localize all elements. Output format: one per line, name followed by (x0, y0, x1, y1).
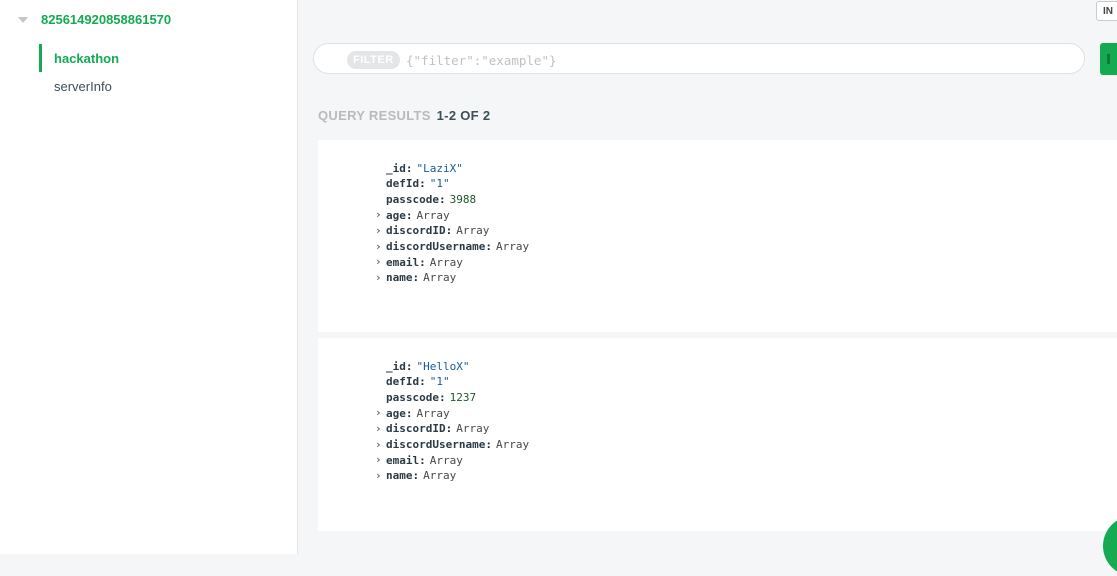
field-separator: : (419, 453, 426, 467)
field-key: name (386, 469, 413, 483)
document-field: passcode:1237 (386, 389, 476, 405)
filter-input[interactable] (404, 49, 1048, 71)
filter-bar: FILTER (313, 43, 1085, 74)
field-value: Array (423, 469, 457, 483)
sidebar: 825614920858861570 hackathon serverInfo (0, 0, 298, 554)
field-key: age (386, 406, 406, 420)
results-header: QUERY RESULTS 1-2 OF 2 (318, 108, 490, 123)
field-key: _id (386, 359, 406, 373)
main-panel: IN FILTER QUERY RESULTS 1-2 OF 2 _id:"La… (298, 0, 1117, 554)
field-separator: : (445, 422, 453, 436)
expand-icon[interactable]: › (375, 437, 382, 451)
database-row[interactable]: 825614920858861570 (18, 12, 171, 27)
insert-button[interactable]: IN (1096, 1, 1117, 21)
field-key: defId (386, 177, 420, 191)
collection-item-hackathon[interactable]: hackathon (39, 44, 289, 72)
expand-icon[interactable]: › (375, 223, 382, 237)
document-field[interactable]: › email:Array (375, 452, 463, 468)
document-field[interactable]: › discordUsername:Array (375, 437, 530, 453)
collection-label: serverInfo (54, 78, 112, 94)
document-card: _id:"HelloX"defId:"1"passcode:1237›age:A… (318, 338, 1117, 531)
document-field: _id:"LaziX" (386, 160, 463, 176)
expand-icon[interactable]: › (375, 453, 382, 467)
field-separator: : (412, 271, 420, 285)
document-field[interactable]: › discordID:Array (375, 223, 490, 239)
database-name: 825614920858861570 (41, 12, 172, 27)
field-key: passcode (386, 390, 439, 404)
expand-icon[interactable]: › (375, 239, 382, 253)
field-key: passcode (386, 192, 439, 206)
field-value: "1" (429, 177, 450, 191)
results-label: QUERY RESULTS (318, 108, 431, 123)
document-field[interactable]: › email:Array (375, 254, 463, 270)
field-separator: : (419, 375, 426, 389)
field-value: Array (495, 438, 530, 451)
field-value: "1" (429, 375, 450, 389)
chevron-down-icon[interactable] (18, 17, 28, 23)
field-key: defId (386, 375, 420, 389)
document-field: _id:"HelloX" (386, 358, 469, 374)
collection-label: hackathon (54, 50, 120, 66)
field-separator: : (438, 192, 446, 206)
document-field[interactable]: › age:Array (375, 405, 450, 421)
field-key: email (386, 255, 420, 269)
field-key: _id (386, 161, 406, 175)
document-field: passcode:3988 (386, 191, 476, 207)
find-button[interactable] (1100, 43, 1117, 75)
field-separator: : (412, 469, 420, 483)
field-value: Array (429, 255, 463, 269)
field-key: discordUsername (386, 240, 486, 253)
field-separator: : (485, 438, 492, 451)
document-field: defId:"1" (386, 374, 450, 390)
document-field[interactable]: › age:Array (375, 207, 450, 223)
field-separator: : (485, 240, 492, 253)
expand-icon[interactable]: › (375, 255, 382, 269)
field-separator: : (405, 161, 413, 175)
field-separator: : (445, 224, 453, 238)
field-value: Array (456, 224, 490, 238)
field-key: email (386, 453, 420, 467)
expand-icon[interactable]: › (375, 208, 382, 222)
field-separator: : (405, 406, 413, 420)
field-value: Array (429, 453, 463, 467)
field-value: "LaziX" (416, 161, 463, 175)
field-value: Array (423, 271, 457, 285)
field-separator: : (405, 359, 413, 373)
field-value: Array (416, 406, 450, 420)
document-field[interactable]: › name:Array (375, 270, 457, 286)
field-value: 1237 (449, 390, 477, 404)
document-field: defId:"1" (386, 176, 450, 192)
collection-item-serverinfo[interactable]: serverInfo (39, 72, 289, 100)
field-key: age (386, 208, 406, 222)
field-value: 3988 (449, 192, 477, 206)
document-card: _id:"LaziX"defId:"1"passcode:3988›age:Ar… (318, 140, 1117, 332)
expand-icon[interactable]: › (375, 270, 382, 284)
field-separator: : (419, 177, 426, 191)
field-key: discordID (386, 422, 446, 436)
expand-icon[interactable]: › (375, 421, 382, 435)
results-count: 1-2 OF 2 (436, 108, 491, 123)
field-separator: : (405, 208, 413, 222)
document-field[interactable]: › name:Array (375, 468, 457, 484)
expand-icon[interactable]: › (375, 468, 382, 482)
field-separator: : (419, 255, 426, 269)
document-field[interactable]: › discordID:Array (375, 421, 490, 437)
field-value: Array (495, 240, 530, 253)
field-separator: : (438, 390, 446, 404)
field-value: Array (456, 422, 490, 436)
filter-badge: FILTER (347, 51, 400, 69)
document-field[interactable]: › discordUsername:Array (375, 239, 530, 255)
field-key: discordID (386, 224, 446, 238)
expand-icon[interactable]: › (375, 406, 382, 420)
field-key: name (386, 271, 413, 285)
field-value: "HelloX" (416, 359, 470, 373)
field-key: discordUsername (386, 438, 486, 451)
field-value: Array (416, 208, 450, 222)
